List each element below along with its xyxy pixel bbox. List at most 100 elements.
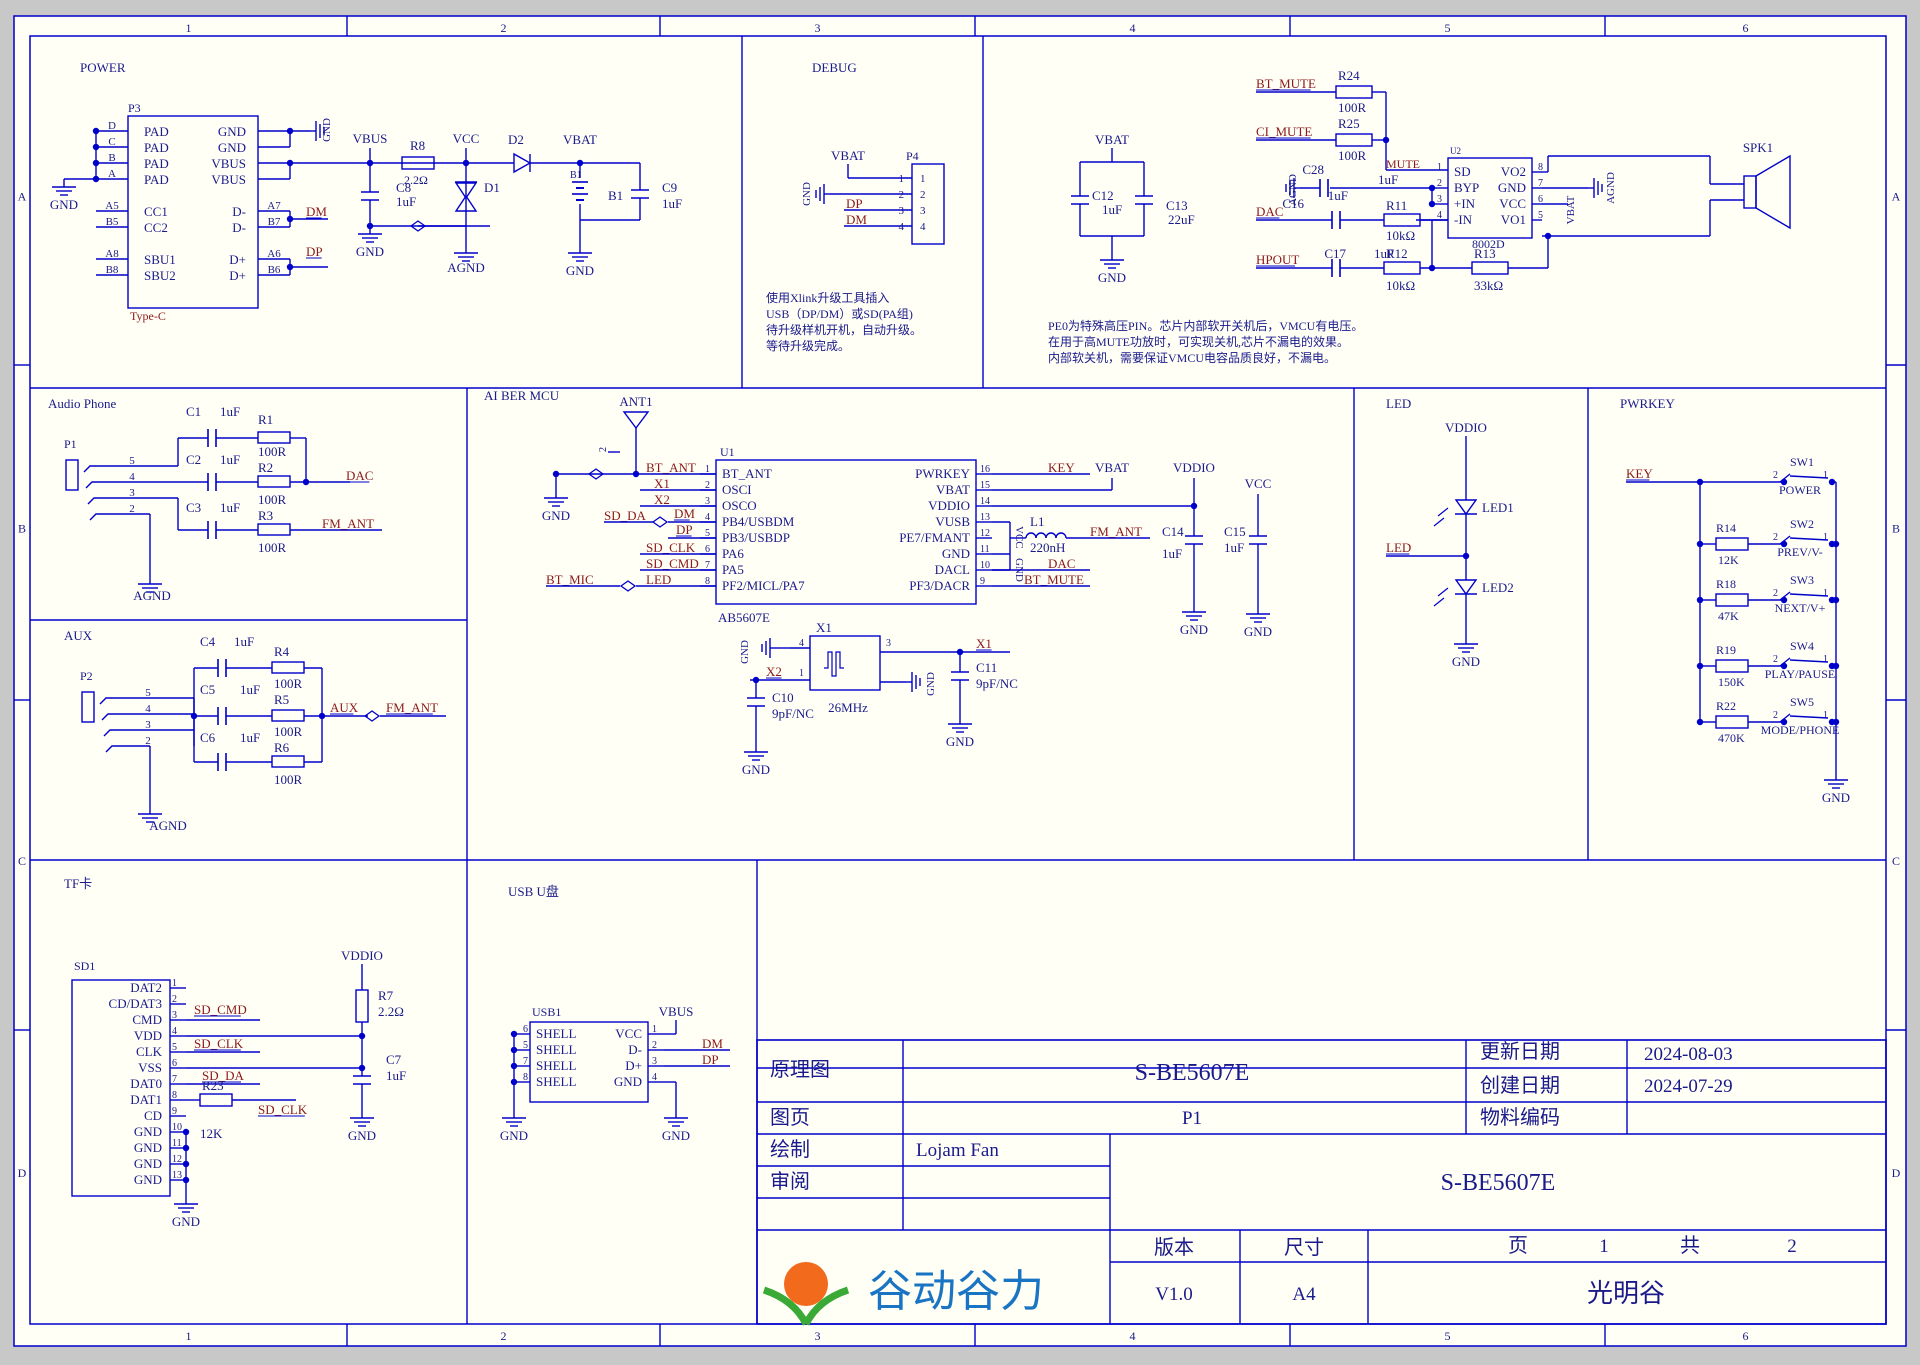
label: OSCI	[722, 482, 752, 497]
label: R12	[1386, 246, 1408, 261]
label: C	[108, 136, 115, 148]
label: Type-C	[130, 309, 166, 323]
label: BYP	[1454, 180, 1479, 195]
label: VBUS	[211, 156, 246, 171]
label: 2	[172, 994, 177, 1005]
label: DAT1	[130, 1092, 162, 1107]
label: 3	[652, 1056, 657, 1067]
label: P4	[906, 149, 919, 163]
label: 1uF	[1224, 540, 1244, 555]
wire	[1789, 715, 1829, 719]
label: C17	[1324, 246, 1346, 261]
label: 1	[172, 978, 177, 989]
label: 100R	[274, 676, 303, 691]
ground-label: GND	[566, 263, 594, 278]
outline	[529, 1021, 649, 1103]
ground-label: GND	[742, 762, 770, 777]
label: 4	[145, 703, 151, 715]
junction-dot	[182, 1160, 190, 1168]
label: D+	[229, 252, 246, 267]
label: 4	[799, 638, 804, 649]
label: B1	[570, 170, 582, 181]
label: 图页	[770, 1107, 810, 1129]
label: FM_ANT	[322, 516, 374, 531]
label: VBUS	[211, 172, 246, 187]
column-marker: 5	[1445, 21, 1451, 35]
label: CD/DAT3	[109, 996, 162, 1011]
label: LED1	[1482, 500, 1514, 515]
label: PWRKEY	[915, 466, 971, 481]
label: BT_ANT	[722, 466, 772, 481]
label: P2	[80, 669, 93, 683]
label: SPK1	[1743, 140, 1773, 155]
label: SD	[1454, 164, 1471, 179]
ground-label: GND	[946, 734, 974, 749]
wire	[1789, 475, 1829, 479]
junction-dot	[182, 1128, 190, 1136]
label: R23	[202, 1078, 224, 1093]
label: 6	[172, 1058, 177, 1069]
section-title-usb: USB U盘	[508, 884, 559, 899]
label: SD_CMD	[646, 556, 699, 571]
label: 1	[1823, 710, 1828, 721]
column-marker: 3	[815, 1329, 821, 1343]
label: 1	[920, 173, 926, 185]
label: 8	[523, 1072, 528, 1083]
label: SD_CMD	[194, 1002, 247, 1017]
label: A5	[105, 200, 119, 212]
label: 47K	[1718, 609, 1739, 623]
row-marker: D	[1892, 1166, 1901, 1180]
label: B1	[608, 188, 623, 203]
label: 15	[980, 480, 990, 491]
section-title-pwrkey: PWRKEY	[1620, 396, 1676, 411]
wire	[99, 697, 150, 705]
label: 11	[172, 1138, 182, 1149]
junction-dot	[302, 478, 310, 486]
label: SW4	[1790, 639, 1814, 653]
label: DM	[674, 506, 695, 521]
label: BT_MIC	[546, 572, 594, 587]
label: S-BE5607E	[1135, 1060, 1250, 1086]
label: 2	[705, 480, 710, 491]
section-title-debug: DEBUG	[812, 60, 857, 75]
label: GND	[218, 124, 246, 139]
label: 11	[980, 544, 990, 555]
label: 8	[1538, 162, 1543, 173]
junction-dot	[92, 159, 100, 167]
label: B8	[106, 264, 119, 276]
label: 2.2Ω	[378, 1004, 404, 1019]
debug-note: 待升级样机开机，自动升级。	[766, 322, 922, 337]
label: GND	[321, 118, 333, 142]
junction-dot	[1696, 662, 1704, 670]
label: VBAT	[563, 132, 597, 147]
label: SHELL	[536, 1058, 577, 1073]
label: PA6	[722, 546, 744, 561]
label: SD_DA	[202, 1068, 245, 1083]
label: DAC	[346, 468, 373, 483]
label: PLAY/PAUSE	[1765, 667, 1835, 681]
label: SBU2	[144, 268, 176, 283]
net-tie	[587, 468, 605, 480]
label: SW2	[1790, 517, 1814, 531]
label: C15	[1224, 524, 1246, 539]
column-marker: 1	[186, 1329, 192, 1343]
label: C4	[200, 634, 216, 649]
label: 2	[652, 1040, 657, 1051]
label: 100R	[274, 724, 303, 739]
label: R7	[378, 988, 394, 1003]
column-marker: 3	[815, 21, 821, 35]
label: 100R	[274, 772, 303, 787]
led-arrow	[1433, 507, 1449, 527]
label: VBUS	[659, 1004, 694, 1019]
label: 7	[172, 1074, 177, 1085]
label: 4	[705, 512, 710, 523]
ground-label: GND	[1244, 624, 1272, 639]
label: 9	[980, 576, 985, 587]
label: R2	[258, 460, 273, 475]
label: PAD	[144, 124, 169, 139]
label: PE7/FMANT	[899, 530, 970, 545]
label: 470K	[1718, 731, 1745, 745]
label: 1	[1823, 654, 1828, 665]
label: 1uF	[396, 194, 416, 209]
label: VDDIO	[1445, 420, 1487, 435]
